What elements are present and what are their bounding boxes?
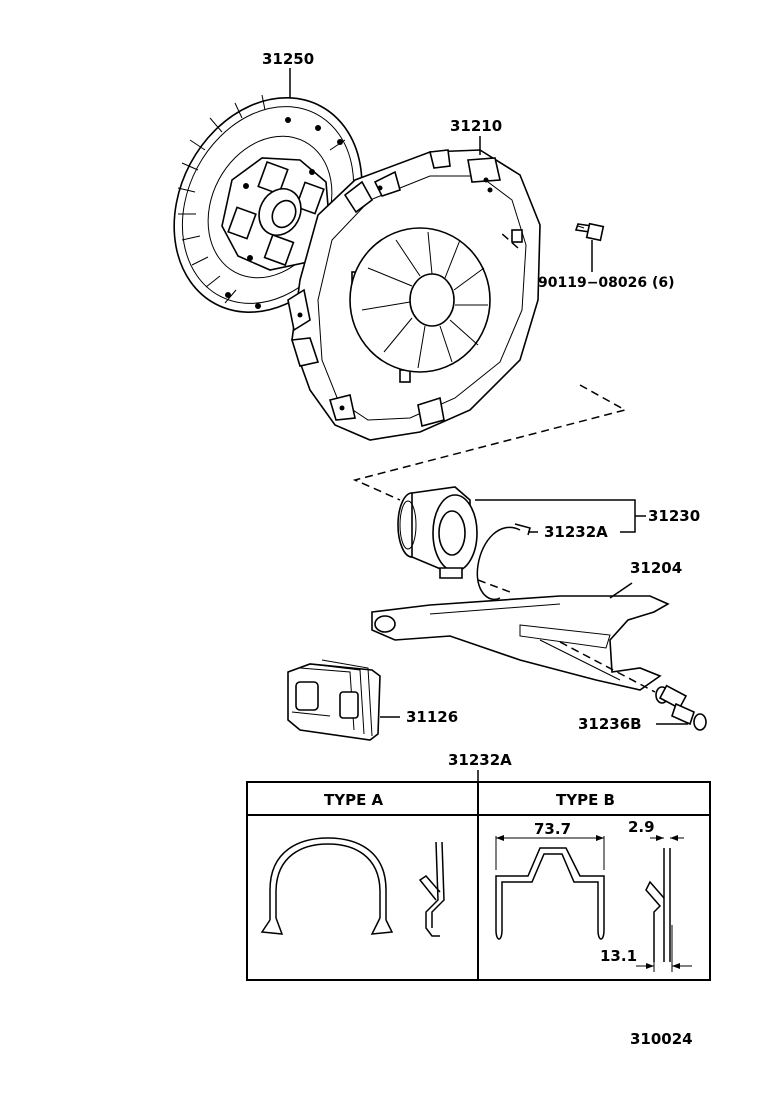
clutch-cover bbox=[287, 149, 541, 441]
diagram-code: 310024 bbox=[630, 1030, 693, 1048]
label-31236b: 31236B bbox=[578, 715, 642, 733]
label-bolt: 90119−08026 (6) bbox=[538, 275, 675, 291]
label-31210: 31210 bbox=[450, 117, 502, 135]
label-31204: 31204 bbox=[630, 559, 682, 577]
release-fork bbox=[371, 595, 670, 691]
type-a-header: TYPE A bbox=[324, 791, 384, 809]
label-31126: 31126 bbox=[406, 708, 458, 726]
release-bearing bbox=[397, 486, 478, 579]
table-title: 31232A bbox=[448, 751, 512, 769]
type-a-clip-side bbox=[418, 841, 445, 937]
dim-depth: 13.1 bbox=[600, 947, 637, 965]
label-31232a: 31232A bbox=[544, 523, 608, 541]
label-31250: 31250 bbox=[262, 50, 314, 68]
pivot-stud bbox=[655, 684, 707, 731]
clutch-disc bbox=[173, 94, 363, 313]
dim-width: 73.7 bbox=[534, 820, 571, 838]
bolt bbox=[574, 222, 605, 242]
type-b-clip-side bbox=[645, 848, 671, 962]
release-clip bbox=[476, 526, 521, 601]
release-boot bbox=[287, 659, 381, 741]
label-31230: 31230 bbox=[648, 507, 700, 525]
type-b-header: TYPE B bbox=[556, 791, 615, 809]
type-a-clip-front bbox=[260, 837, 394, 935]
dim-thick: 2.9 bbox=[628, 818, 655, 836]
type-b-clip-front bbox=[495, 847, 605, 940]
